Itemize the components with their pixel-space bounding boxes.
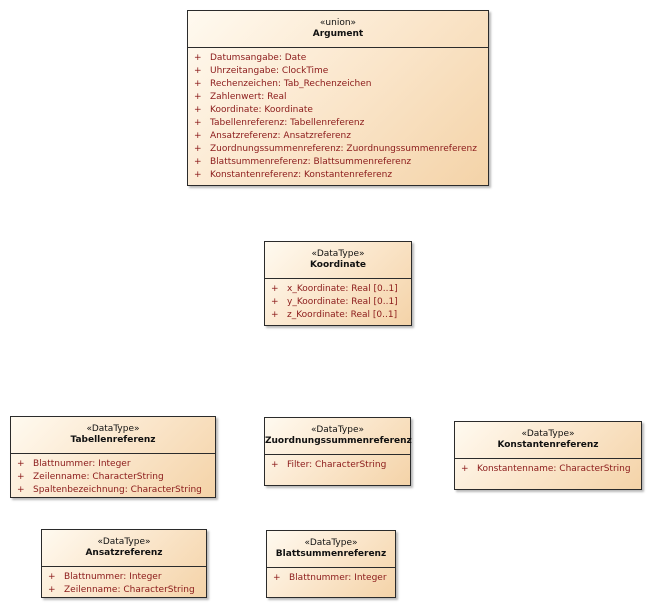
attribute-text: Filter: CharacterString [287,460,387,470]
attribute-row: + Spaltenbezeichnung: CharacterString [11,484,215,497]
visibility-marker: + [48,572,56,582]
visibility-marker: + [48,585,56,595]
attribute-list: + Blattnummer: Integer [267,568,395,585]
attribute-list: + x_Koordinate: Real [0..1] + y_Koordinate… [265,279,411,322]
attribute-text: Konstantenreferenz: Konstantenreferenz [210,170,393,180]
class-header: «DataType» Ansatzreferenz [42,530,206,567]
class-ansatzreferenz[interactable]: «DataType» Ansatzreferenz + Blattnummer: … [41,529,207,598]
visibility-marker: + [194,157,202,167]
visibility-marker: + [194,118,202,128]
class-name: Konstantenreferenz [497,440,599,450]
visibility-marker: + [273,573,281,583]
attribute-text: Zeilenname: CharacterString [64,585,195,595]
attribute-list: + Konstantenname: CharacterString [455,459,641,476]
attribute-row: + Zeilenname: CharacterString [11,471,215,484]
class-stereotype: «union» [319,18,357,28]
attribute-text: y_Koordinate: Real [0..1] [287,297,398,307]
class-tabellenreferenz[interactable]: «DataType» Tabellenreferenz + Blattnummer… [10,416,216,498]
class-name: Tabellenreferenz [70,435,156,445]
visibility-marker: + [271,310,279,320]
attribute-list: + Datumsangabe: Date + Uhrzeitangabe: Cloc… [188,48,488,182]
visibility-marker: + [17,485,25,495]
attribute-list: + Blattnummer: Integer + Zeilenname: Chara… [42,567,206,597]
class-header: «DataType» Tabellenreferenz [11,417,215,454]
attribute-row: + Koordinate: Koordinate [188,104,488,117]
attribute-text: Blattnummer: Integer [33,459,131,469]
attribute-text: Zuordnungssummenreferenz: Zuordnungssumm… [210,144,477,154]
attribute-row: + Rechenzeichen: Tab_Rechenzeichen [188,78,488,91]
class-koordinate[interactable]: «DataType» Koordinate + x_Koordinate: Rea… [264,241,412,326]
visibility-marker: + [461,464,469,474]
attribute-list: + Blattnummer: Integer + Zeilenname: Chara… [11,454,215,497]
visibility-marker: + [271,297,279,307]
attribute-row: + Blattnummer: Integer [42,571,206,584]
attribute-text: Zahlenwert: Real [210,92,287,102]
attribute-text: x_Koordinate: Real [0..1] [287,284,398,294]
class-name: Zuordnungssummenreferenz [265,436,412,446]
visibility-marker: + [194,92,202,102]
visibility-marker: + [271,460,279,470]
class-stereotype: «DataType» [97,537,151,547]
attribute-text: Koordinate: Koordinate [210,105,313,115]
attribute-text: z_Koordinate: Real [0..1] [287,310,398,320]
class-header: «DataType» Blattsummenreferenz [267,531,395,568]
attribute-row: + Blattnummer: Integer [267,572,395,585]
class-stereotype: «DataType» [311,249,365,259]
visibility-marker: + [194,131,202,141]
class-name: Blattsummenreferenz [275,549,387,559]
class-header: «union» Argument [188,11,488,48]
attribute-row: + Zeilenname: CharacterString [42,584,206,597]
visibility-marker: + [194,66,202,76]
class-header: «DataType» Koordinate [265,242,411,279]
class-name: Argument [312,29,364,39]
visibility-marker: + [194,170,202,180]
attribute-row: + Filter: CharacterString [265,459,410,472]
attribute-row: + Uhrzeitangabe: ClockTime [188,65,488,78]
class-name: Koordinate [309,260,367,270]
attribute-row: + z_Koordinate: Real [0..1] [265,309,411,322]
visibility-marker: + [271,284,279,294]
class-name: Ansatzreferenz [85,548,163,558]
attribute-text: Rechenzeichen: Tab_Rechenzeichen [210,79,372,89]
visibility-marker: + [194,144,202,154]
visibility-marker: + [17,472,25,482]
class-blattsummenreferenz[interactable]: «DataType» Blattsummenreferenz + Blattnum… [266,530,396,598]
visibility-marker: + [194,79,202,89]
attribute-row: + Blattsummenreferenz: Blattsummenreferen… [188,156,488,169]
attribute-text: Blattnummer: Integer [289,573,387,583]
attribute-row: + Ansatzreferenz: Ansatzreferenz [188,130,488,143]
class-header: «DataType» Konstantenreferenz [455,422,641,459]
attribute-text: Uhrzeitangabe: ClockTime [210,66,329,76]
attribute-row: + Konstantenreferenz: Konstantenreferenz [188,169,488,182]
attribute-text: Spaltenbezeichnung: CharacterString [33,485,202,495]
attribute-row: + Datumsangabe: Date [188,52,488,65]
attribute-row: + Konstantenname: CharacterString [455,463,641,476]
attribute-text: Ansatzreferenz: Ansatzreferenz [210,131,351,141]
attribute-row: + Tabellenreferenz: Tabellenreferenz [188,117,488,130]
attribute-text: Tabellenreferenz: Tabellenreferenz [210,118,365,128]
attribute-text: Blattnummer: Integer [64,572,162,582]
class-stereotype: «DataType» [86,424,140,434]
attribute-text: Blattsummenreferenz: Blattsummenreferenz [210,157,412,167]
attribute-text: Zeilenname: CharacterString [33,472,164,482]
class-argument[interactable]: «union» Argument + Datumsangabe: Date + Uh… [187,10,489,186]
class-konstantenreferenz[interactable]: «DataType» Konstantenreferenz + Konstante… [454,421,642,490]
attribute-row: + y_Koordinate: Real [0..1] [265,296,411,309]
class-header: «DataType» Zuordnungssummenreferenz [265,418,412,455]
attribute-text: Datumsangabe: Date [210,53,307,63]
visibility-marker: + [194,53,202,63]
attribute-row: + Zahlenwert: Real [188,91,488,104]
attribute-row: + Zuordnungssummenreferenz: Zuordnungssum… [188,143,488,156]
attribute-row: + x_Koordinate: Real [0..1] [265,283,411,296]
class-stereotype: «DataType» [310,425,364,435]
class-zuordnungssummenreferenz[interactable]: «DataType» Zuordnungssummenreferenz + Fil… [264,417,412,486]
visibility-marker: + [17,459,25,469]
class-stereotype: «DataType» [304,538,358,548]
attribute-list: + Filter: CharacterString [265,455,410,472]
attribute-text: Konstantenname: CharacterString [477,464,631,474]
attribute-row: + Blattnummer: Integer [11,458,215,471]
visibility-marker: + [194,105,202,115]
class-stereotype: «DataType» [521,429,575,439]
